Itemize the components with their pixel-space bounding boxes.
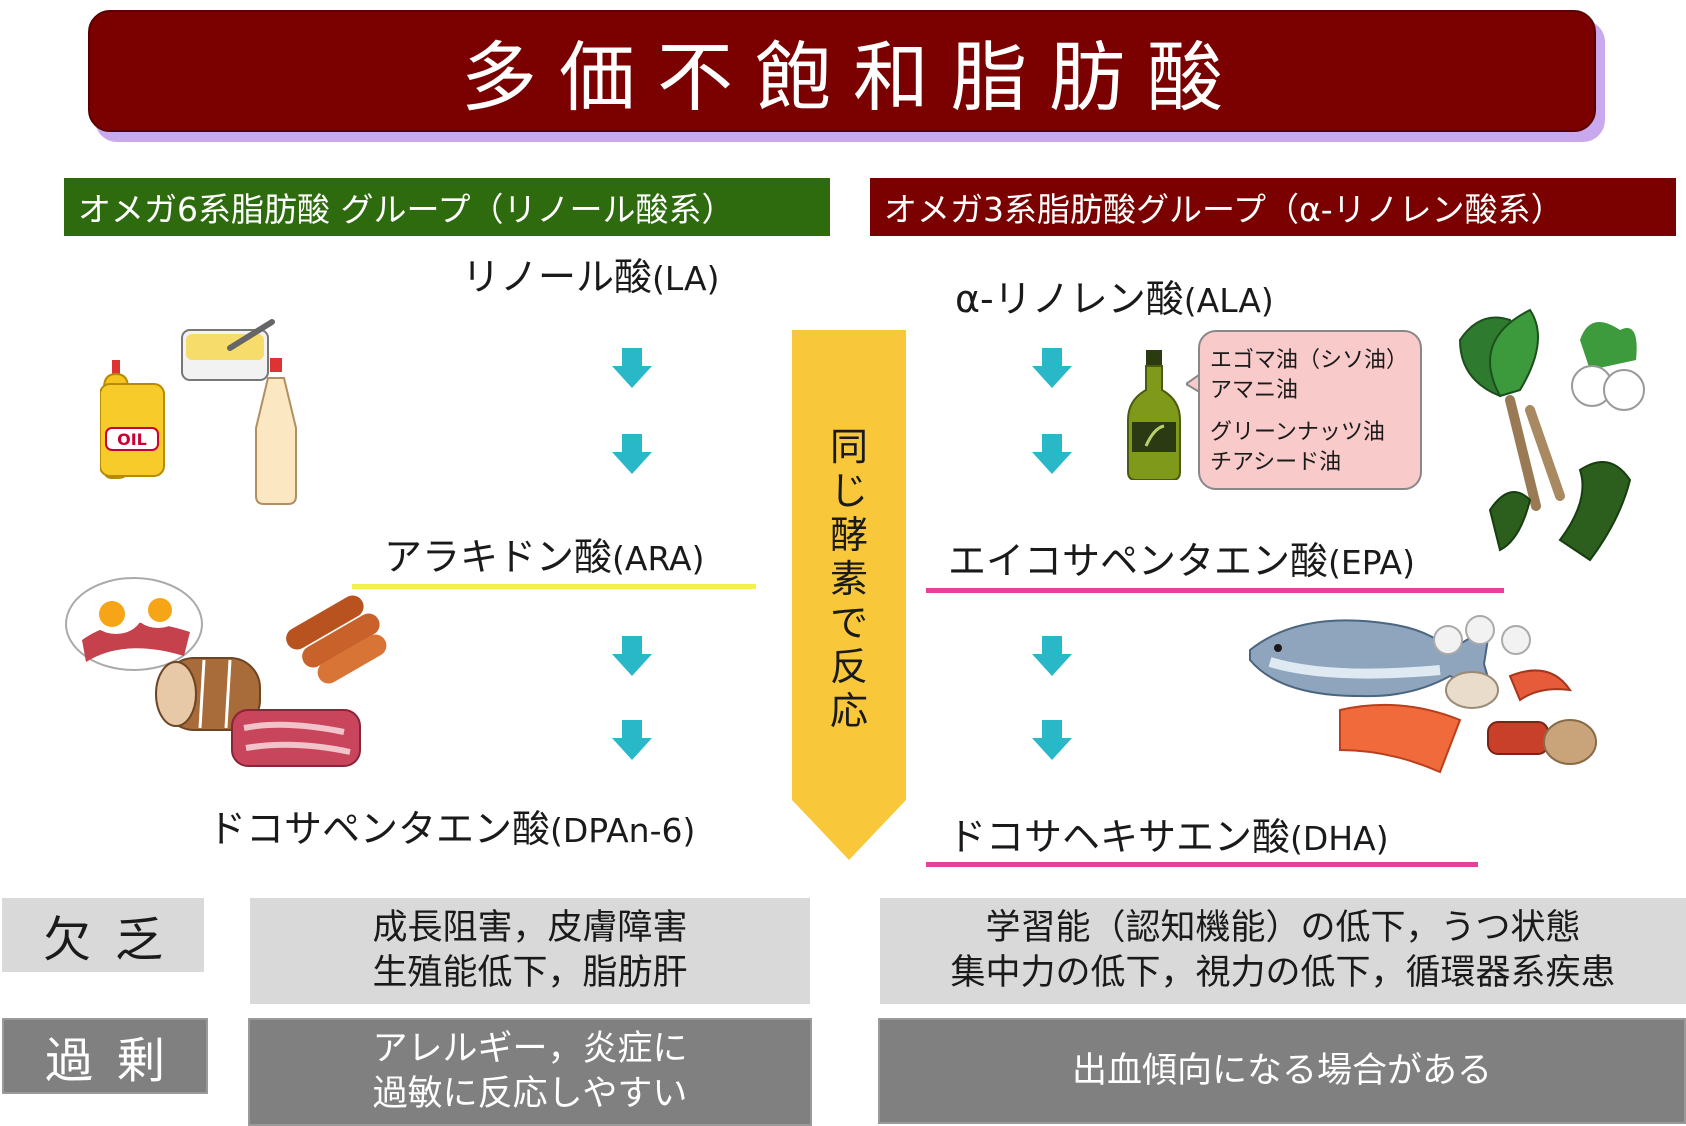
- arrow-down-icon: [612, 434, 652, 474]
- omega3-group-header: オメガ3系脂肪酸グループ（α-リノレン酸系）: [870, 178, 1676, 236]
- acid-la-abbr: (LA): [652, 259, 720, 298]
- acid-dpan6-abbr: (DPAn-6): [550, 811, 696, 850]
- acid-ala-abbr: (ALA): [1183, 281, 1274, 320]
- callout-line-egoma: エゴマ油（シソ油）: [1210, 348, 1409, 373]
- deficiency-omega3-line2: 集中力の低下，視力の低下，循環器系疾患: [950, 953, 1616, 993]
- deficiency-omega3-cell: 学習能（認知機能）の低下，うつ状態 集中力の低下，視力の低下，循環器系疾患: [880, 898, 1686, 1004]
- title-banner: 多価不飽和脂肪酸: [88, 10, 1596, 132]
- arrow-down-icon: [1032, 720, 1072, 760]
- callout-line-greennut: グリーンナッツ油: [1210, 420, 1385, 445]
- arrow-down-icon: [612, 720, 652, 760]
- acid-la: リノール酸(LA): [462, 246, 719, 301]
- arrow-down-icon: [612, 636, 652, 676]
- oil-label: OIL: [117, 430, 147, 449]
- deficiency-label: 欠乏: [2, 898, 204, 972]
- epa-underline: [926, 588, 1504, 593]
- excess-label: 過剰: [2, 1018, 208, 1094]
- omega6-group-header: オメガ6系脂肪酸 グループ（リノール酸系）: [64, 178, 830, 236]
- acid-epa: エイコサペンタエン酸(EPA): [948, 530, 1415, 585]
- page-title: 多価不飽和脂肪酸: [461, 33, 1245, 122]
- meat-eggs-icon: [65, 577, 387, 767]
- omega3-oils-callout: エゴマ油（シソ油） アマニ油 グリーンナッツ油 チアシード油: [1198, 330, 1422, 490]
- acid-dpan6: ドコサペンタエン酸(DPAn-6): [208, 798, 695, 853]
- callout-line-chiaseed: チアシード油: [1210, 450, 1342, 475]
- excess-omega3-cell: 出血傾向になる場合がある: [878, 1018, 1686, 1124]
- excess-omega6-line1: アレルギー，炎症に: [372, 1029, 688, 1069]
- acid-dpan6-name: ドコサペンタエン酸: [208, 807, 551, 851]
- arrow-down-icon: [1032, 348, 1072, 388]
- ara-underline: [352, 584, 756, 589]
- acid-dha-abbr: (DHA): [1290, 819, 1389, 858]
- callout-line-amani: アマニ油: [1210, 378, 1299, 403]
- arrow-down-icon: [1032, 434, 1072, 474]
- enzyme-arrow-icon: [792, 330, 906, 860]
- acid-ara-abbr: (ARA): [612, 539, 705, 578]
- arrow-down-icon: [612, 348, 652, 388]
- excess-omega3-line1: 出血傾向になる場合がある: [1071, 1050, 1492, 1091]
- deficiency-omega3-line1: 学習能（認知機能）の低下，うつ状態: [985, 908, 1581, 948]
- excess-omega6-cell: アレルギー，炎症に 過敏に反応しやすい: [248, 1018, 812, 1126]
- acid-dha-name: ドコサヘキサエン酸: [948, 815, 1291, 859]
- olive-oil-bottle-icon: [1127, 350, 1181, 480]
- acid-epa-name: エイコサペンタエン酸: [948, 539, 1329, 583]
- acid-dha: ドコサヘキサエン酸(DHA): [948, 806, 1389, 861]
- enzyme-label: 同じ酵素で反応: [829, 425, 868, 733]
- fish-seafood-icon: [1249, 615, 1597, 774]
- acid-ala-name: α-リノレン酸: [955, 277, 1184, 321]
- oil-bottles-icon: OIL: [100, 319, 297, 505]
- acid-epa-abbr: (EPA): [1328, 543, 1415, 582]
- arrow-down-icon: [1032, 636, 1072, 676]
- acid-la-name: リノール酸: [462, 255, 653, 299]
- acid-ala: α-リノレン酸(ALA): [955, 268, 1274, 323]
- excess-omega6-line2: 過敏に反応しやすい: [372, 1074, 688, 1114]
- deficiency-omega6-line1: 成長阻害，皮膚障害: [372, 908, 688, 948]
- dha-underline: [926, 862, 1478, 867]
- acid-ara: アラキドン酸(ARA): [384, 526, 705, 581]
- deficiency-omega6-line2: 生殖能低下，脂肪肝: [372, 953, 688, 993]
- acid-ara-name: アラキドン酸: [384, 535, 613, 579]
- deficiency-omega6-cell: 成長阻害，皮膚障害 生殖能低下，脂肪肝: [250, 898, 810, 1004]
- vegetables-seaweed-icon: [1458, 308, 1645, 562]
